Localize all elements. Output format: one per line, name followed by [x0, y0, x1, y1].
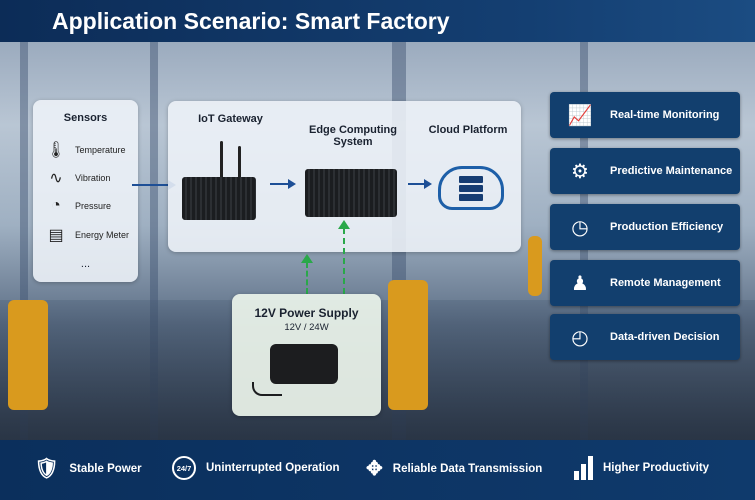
bar-chart-icon: [574, 456, 593, 480]
pillar: [150, 40, 158, 440]
sensor-pressure: ◔ Pressure: [47, 196, 111, 216]
benefit-label: Remote Management: [610, 277, 721, 289]
benefit-label: Production Efficiency: [610, 221, 724, 233]
robot-arm: [388, 280, 428, 410]
cloud-label: Cloud Platform: [428, 124, 508, 136]
power-arrow: [301, 254, 313, 294]
page-title: Application Scenario: Smart Factory: [52, 8, 450, 34]
gateway-label: IoT Gateway: [198, 113, 263, 125]
feature-uninterrupted: 24/7 Uninterrupted Operation: [172, 456, 340, 480]
speedometer-icon: ◷: [571, 216, 589, 239]
sensor-label: Vibration: [75, 173, 111, 183]
benefit-card: ♟ Remote Management: [550, 260, 740, 306]
monitor-chart-icon: 📈: [567, 104, 593, 127]
arrow-gateway-to-edge: [270, 179, 296, 189]
sensor-label: Temperature: [75, 145, 126, 155]
feature-stable-power: 🛡 Stable Power: [34, 456, 142, 481]
energy-meter-icon: ▤: [48, 227, 64, 244]
24-7-icon: 24/7: [172, 456, 196, 480]
robot-arm: [8, 300, 48, 410]
iot-gateway-device: [182, 177, 256, 220]
feature-data-transmission: ✥ Reliable Data Transmission: [366, 456, 542, 481]
feature-label: Higher Productivity: [603, 462, 710, 474]
robot-arm: [528, 236, 542, 296]
sensors-more: ...: [80, 258, 91, 270]
pillar: [20, 40, 28, 440]
antenna: [238, 146, 241, 181]
feature-label: Reliable Data Transmission: [392, 462, 543, 475]
sensor-label: Pressure: [75, 201, 112, 211]
power-spec: 12V / 24W: [284, 322, 329, 333]
benefit-label: Predictive Maintenance: [610, 165, 733, 177]
cloud-server-icon: [438, 166, 504, 210]
feature-label: Stable Power: [69, 462, 142, 475]
feature-label: Uninterrupted Operation: [206, 462, 340, 474]
power-cable: [252, 382, 282, 396]
network-icon: ✥: [366, 458, 383, 480]
power-supply-panel: 12V Power Supply 12V / 24W: [232, 294, 381, 416]
edge-computing-device: [305, 169, 397, 217]
sensors-heading: Sensors: [63, 112, 108, 124]
thermometer-icon: 🌡: [45, 142, 67, 159]
edge-label: Edge Computing System: [309, 124, 397, 148]
power-title: 12V Power Supply: [254, 306, 359, 320]
gear-wrench-icon: ⚙: [571, 160, 589, 183]
arrow-sensors-to-gateway: [132, 180, 176, 190]
sensors-panel: Sensors 🌡 Temperature ∿ Vibration ◔ Pressur…: [33, 100, 138, 282]
data-flow-panel: IoT Gateway Edge Computing System Cloud …: [168, 101, 521, 252]
antenna: [220, 141, 223, 181]
sensor-temperature: 🌡 Temperature: [45, 140, 126, 160]
benefit-label: Data-driven Decision: [610, 331, 720, 343]
header: Application Scenario: Smart Factory: [0, 0, 755, 42]
features-bar: 🛡 Stable Power 24/7 Uninterrupted Operatio…: [0, 440, 755, 500]
arrow-edge-to-cloud: [408, 179, 432, 189]
sensor-vibration: ∿ Vibration: [47, 168, 110, 188]
benefit-card: ◷ Production Efficiency: [550, 204, 740, 250]
benefit-card: 📈 Real-time Monitoring: [550, 92, 740, 138]
pressure-gauge-icon: ◔: [51, 197, 61, 214]
gauge-icon: ◴: [571, 326, 589, 349]
benefit-card: ⚙ Predictive Maintenance: [550, 148, 740, 194]
shield-check-icon: 🛡: [34, 458, 60, 480]
person-icon: ♟: [571, 272, 589, 295]
sensor-energy-meter: ▤ Energy Meter: [47, 225, 129, 245]
vibration-wave-icon: ∿: [49, 170, 63, 187]
benefit-label: Real-time Monitoring: [610, 109, 720, 121]
power-adapter-image: [270, 344, 338, 384]
power-arrow: [338, 220, 350, 294]
sensor-label: Energy Meter: [75, 230, 130, 240]
feature-productivity: Higher Productivity: [574, 456, 709, 480]
benefit-card: ◴ Data-driven Decision: [550, 314, 740, 360]
